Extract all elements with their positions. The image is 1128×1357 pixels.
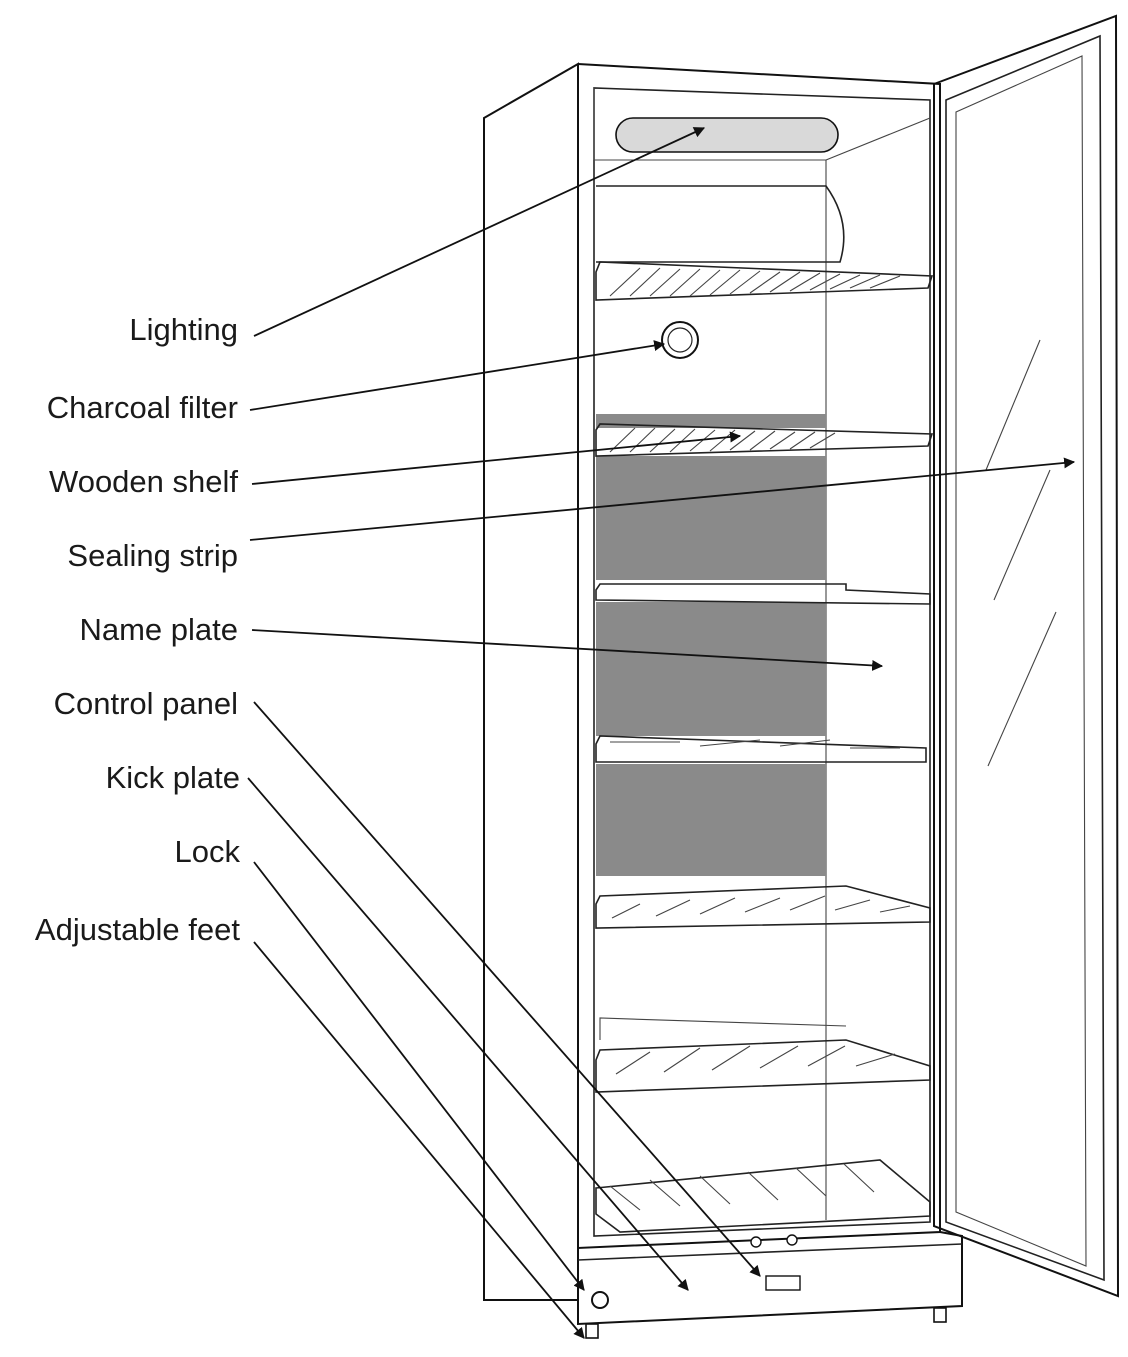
label-control-panel: Control panel	[54, 686, 238, 721]
arrow-adjustable-feet	[253, 941, 585, 1339]
label-name-plate: Name plate	[79, 612, 238, 647]
shelf-5	[595, 885, 931, 929]
label-wooden-shelf: Wooden shelf	[49, 464, 238, 499]
arrow-wooden-shelf	[251, 431, 742, 485]
cabinet-left-side	[483, 62, 579, 1301]
charcoal-filter	[661, 321, 699, 359]
cabinet-top	[577, 63, 941, 96]
fan-housing	[596, 185, 845, 263]
shelf-bottom	[595, 1159, 931, 1233]
glass-door	[933, 14, 1120, 1298]
arrow-lock	[253, 861, 585, 1291]
shelf-3	[595, 583, 931, 605]
lock	[591, 1291, 609, 1309]
arrow-charcoal-filter	[249, 340, 666, 411]
arrow-lighting	[253, 127, 705, 337]
label-sealing-strip: Sealing strip	[67, 538, 238, 573]
label-charcoal-filter: Charcoal filter	[47, 390, 238, 425]
arrow-control-panel	[253, 701, 761, 1277]
lighting-strip	[615, 117, 839, 153]
shelf-6	[595, 1017, 931, 1093]
cabinet-inner-opening	[593, 87, 931, 1237]
shelf-2	[595, 423, 934, 457]
shelf-1	[595, 261, 934, 301]
arrow-name-plate	[251, 629, 884, 671]
label-lighting: Lighting	[129, 312, 238, 347]
label-lock: Lock	[175, 834, 241, 869]
adjustable-feet	[585, 1307, 947, 1339]
arrow-kick-plate	[247, 777, 689, 1291]
shelf-4	[595, 735, 927, 763]
label-adjustable-feet: Adjustable feet	[35, 912, 240, 947]
label-kick-plate: Kick plate	[106, 760, 240, 795]
arrow-sealing-strip	[249, 457, 1076, 541]
back-panels	[596, 414, 826, 876]
